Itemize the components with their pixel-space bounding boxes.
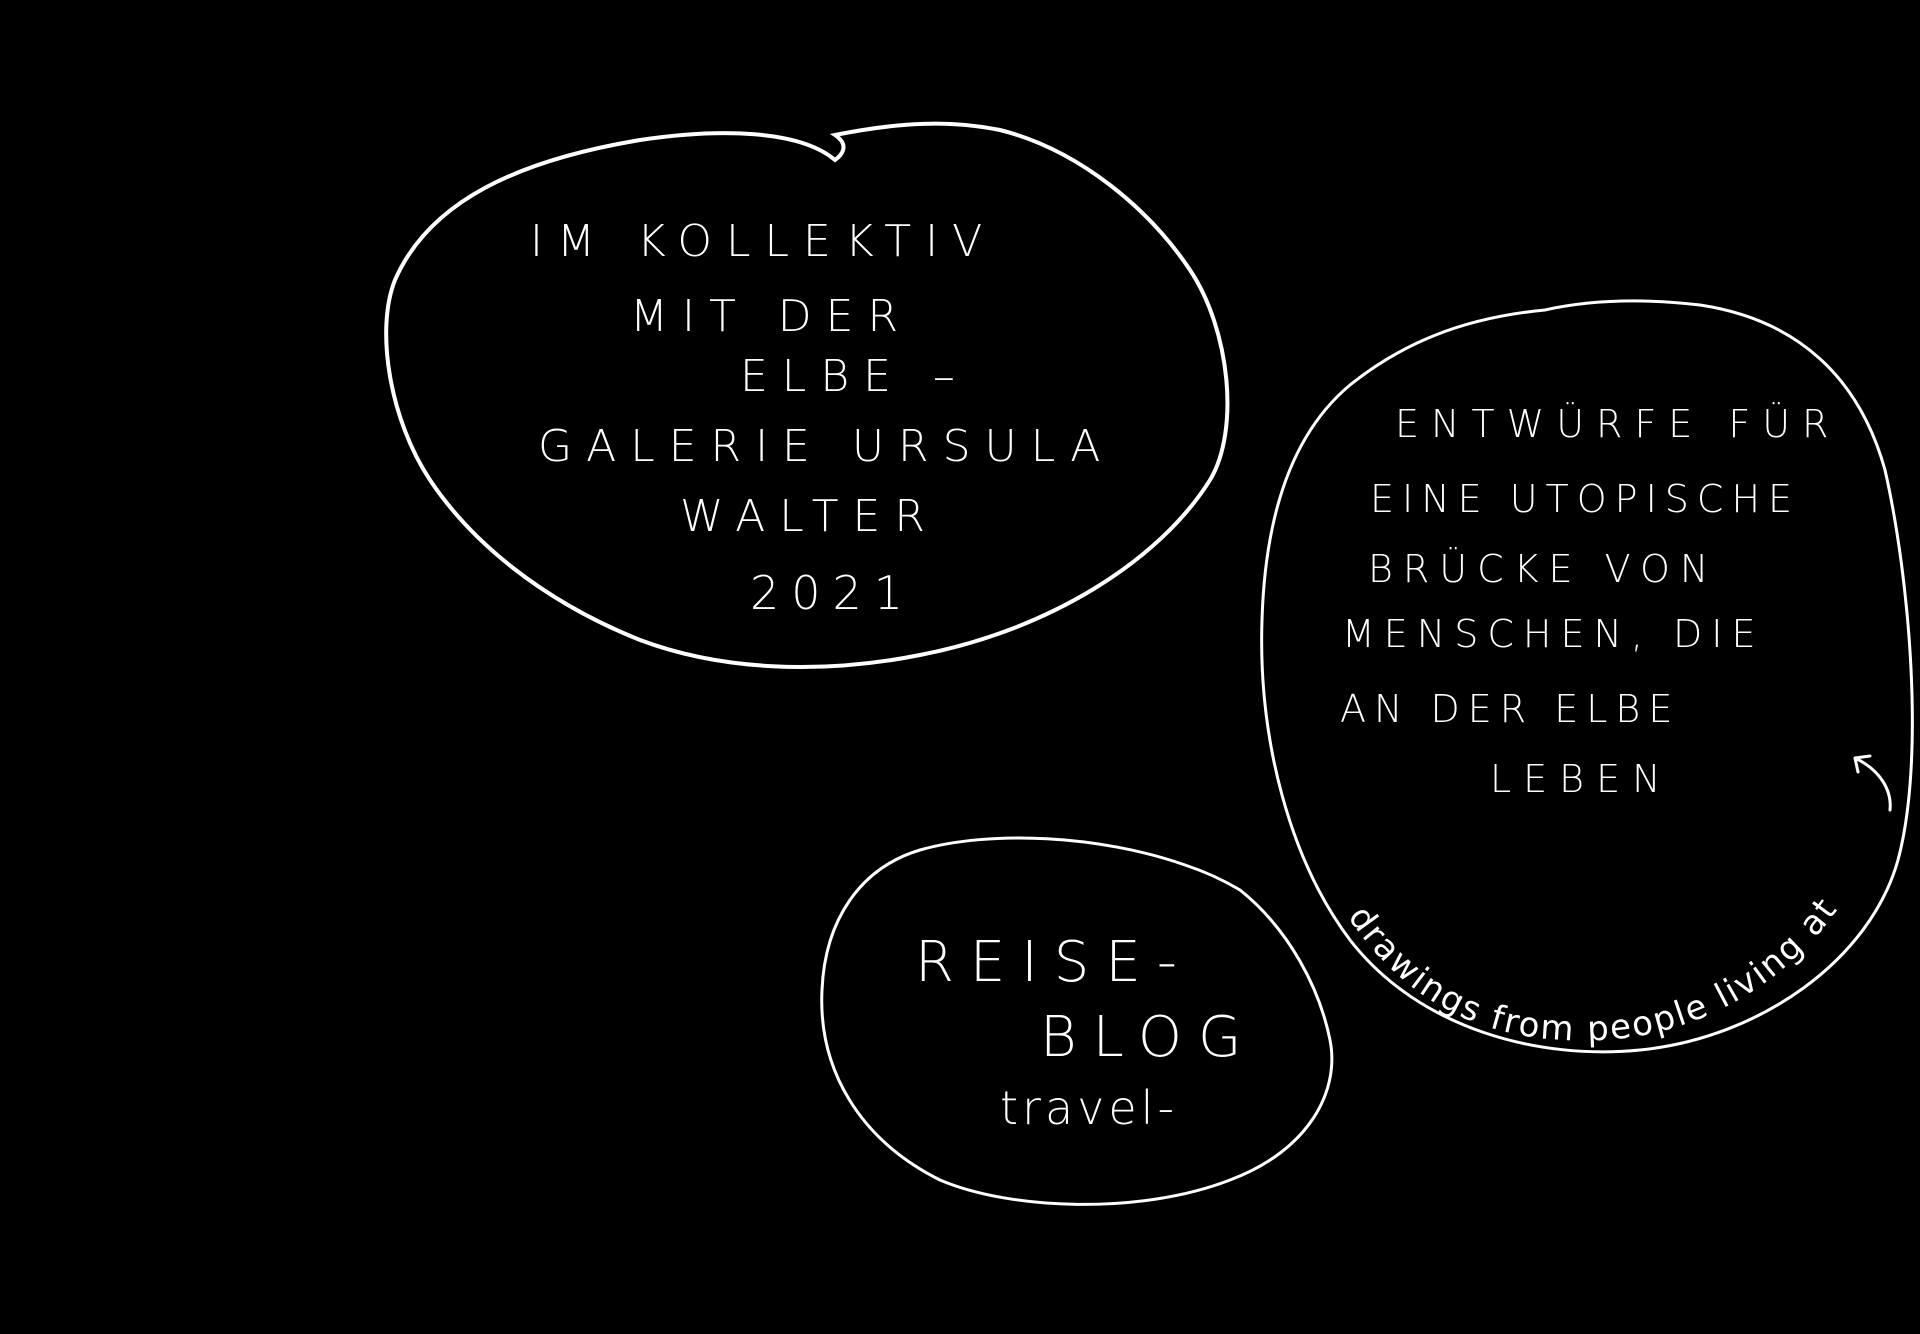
bubble-reiseblog-line-3: travel- — [1000, 1081, 1179, 1135]
bubble-reiseblog[interactable]: REISE- BLOG travel- — [880, 900, 1300, 1160]
bubble-reiseblog-line-2: BLOG — [1040, 1005, 1258, 1070]
bubble-kollektiv-line-6: 2021 — [750, 566, 916, 620]
bubble-entwuerfe-line-6: LEBEN — [1490, 757, 1673, 801]
bubble-entwuerfe-line-4: MENSCHEN, DIE — [1342, 612, 1765, 656]
bubble-kollektiv-line-1: IM KOLLEKTIV — [530, 216, 997, 267]
bubble-outline-kollektiv — [384, 121, 1230, 669]
bubble-entwuerfe-line-2: EINE UTOPISCHE — [1370, 477, 1801, 521]
bubble-entwuerfe-line-1: ENTWÜRFE FÜR — [1395, 402, 1841, 446]
bubble-outline-reiseblog — [820, 836, 1334, 1206]
bubble-entwuerfe[interactable]: ENTWÜRFE FÜR EINE UTOPISCHE BRÜCKE VON M… — [1320, 390, 1880, 910]
bubble-kollektiv-line-2: MIT DER — [630, 291, 913, 342]
curved-caption: drawings from people living at — [1340, 890, 1846, 1050]
bubble-entwuerfe-line-3: BRÜCKE VON — [1368, 547, 1719, 591]
bubble-kollektiv-line-5: WALTER — [680, 491, 939, 542]
bubble-outline-entwuerfe — [1260, 299, 1914, 1054]
bubble-entwuerfe-line-5: AN DER ELBE — [1340, 687, 1681, 731]
bubble-kollektiv-line-3: ELBE – — [740, 351, 969, 402]
bubble-reiseblog-line-1: REISE- — [915, 930, 1193, 995]
bubble-kollektiv-line-4: GALERIE URSULA — [538, 421, 1115, 472]
arrow-icon — [1853, 754, 1892, 812]
bubble-kollektiv[interactable]: IM KOLLEKTIV MIT DER ELBE – GALERIE URSU… — [380, 200, 1200, 640]
